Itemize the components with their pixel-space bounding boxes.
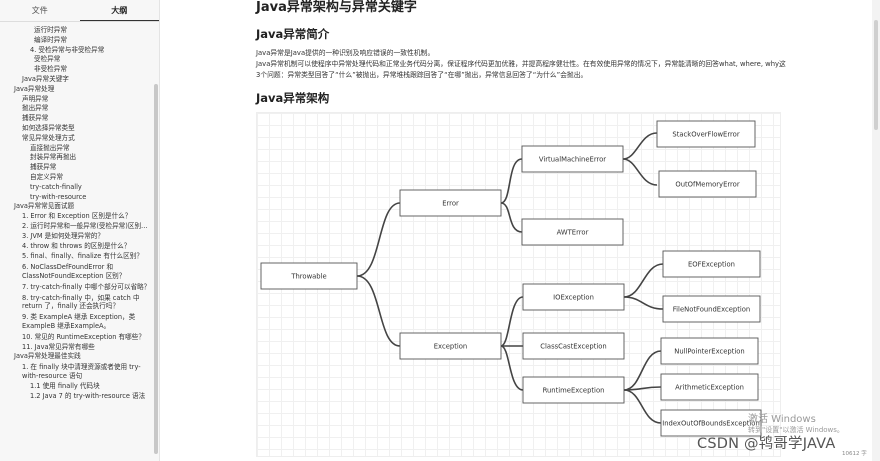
edge-rte-npe: [623, 350, 662, 391]
outline-item[interactable]: Java异常处理最佳实践: [14, 352, 81, 361]
outline-item[interactable]: 4. throw 和 throws 的区别是什么？: [22, 241, 131, 250]
tab-files[interactable]: 文件: [31, 6, 48, 15]
architecture-heading: Java异常架构: [256, 91, 330, 105]
outline-item[interactable]: 编译时异常: [34, 35, 67, 44]
edge-rte-ioob: [623, 389, 662, 424]
svg-text:Error: Error: [442, 200, 459, 208]
node-io-exception: IOException: [522, 283, 625, 311]
outline-item[interactable]: try-with-resource: [30, 192, 87, 201]
svg-text:RuntimeException: RuntimeException: [543, 387, 605, 395]
edge-vme-oom: [622, 158, 658, 186]
outline-item[interactable]: 4. 受检异常与非受检异常: [30, 45, 105, 54]
svg-text:AWTError: AWTError: [557, 229, 589, 237]
svg-text:ArithmeticException: ArithmeticException: [675, 384, 744, 392]
edge-throwable-exception: [356, 275, 401, 347]
outline-item[interactable]: try-catch-finally: [30, 182, 82, 191]
watermark-line-2: 转到"设置"以激活 Windows。: [748, 426, 844, 434]
svg-text:NullPointerException: NullPointerException: [674, 348, 744, 356]
sidebar-tabs: 文件 大纲: [0, 0, 159, 22]
outline-item[interactable]: 6. NoClassDefFoundError 和 ClassNotFoundE…: [22, 263, 126, 280]
node-stack-overflow-error: StackOverFlowError: [656, 120, 756, 148]
edge-exception-ioe: [500, 296, 524, 347]
tab-outline[interactable]: 大纲: [79, 0, 159, 21]
word-count: 10612 字: [842, 451, 867, 457]
svg-text:OutOfMemoryError: OutOfMemoryError: [675, 181, 739, 189]
svg-text:EOFException: EOFException: [688, 261, 735, 269]
svg-text:StackOverFlowError: StackOverFlowError: [672, 131, 739, 139]
node-runtime-exception: RuntimeException: [522, 376, 625, 404]
svg-text:Exception: Exception: [434, 343, 467, 351]
diagram-svg: Throwable Error Exception VirtualMachine…: [260, 120, 762, 437]
document-view: Java异常架构与异常关键字 Java异常简介 Java异常是Java提供的一种…: [160, 0, 880, 461]
node-awt-error: AWTError: [521, 218, 624, 246]
outline-item[interactable]: Java异常处理: [14, 84, 55, 93]
outline-item[interactable]: 直接抛出异常: [30, 143, 70, 152]
outline-item[interactable]: 1.2 Java 7 的 try-with-resource 语法: [30, 392, 146, 401]
outline-item[interactable]: 9. 类 ExampleA 继承 Exception，类 ExampleB 继承…: [22, 313, 136, 330]
outline-item[interactable]: 自定义异常: [30, 172, 63, 181]
node-exception: Exception: [399, 332, 502, 360]
outline-item[interactable]: 5. final、finally、finalize 有什么区别？: [22, 252, 143, 261]
outline-item[interactable]: 常见异常处理方式: [22, 133, 75, 142]
outline-item[interactable]: 1.1 使用 finally 代码块: [30, 381, 100, 390]
outline-item[interactable]: 捕获异常: [30, 163, 57, 172]
outline-item[interactable]: 2. 运行时异常和一般异常(受检异常)区别是什么？: [22, 221, 159, 230]
edge-throwable-error: [356, 202, 401, 277]
outline-item[interactable]: 7. try-catch-finally 中哪个部分可以省略？: [22, 282, 151, 291]
outline-item[interactable]: Java异常关键字: [22, 74, 69, 83]
outline-item[interactable]: 运行时异常: [34, 26, 67, 34]
sidebar-scrollbar[interactable]: [154, 84, 158, 454]
node-index-out-of-bounds-exception: IndexOutOfBoundsException: [660, 409, 762, 437]
outline-item[interactable]: 3. JVM 是如何处理异常的？: [22, 231, 104, 240]
outline-item[interactable]: 10. 常见的 RuntimeException 有哪些？: [22, 332, 145, 341]
svg-text:ClassCastException: ClassCastException: [540, 343, 606, 351]
outline-item[interactable]: 封装异常再抛出: [30, 153, 77, 162]
outline-item[interactable]: 11. Java常见异常有哪些: [22, 342, 95, 351]
outline-item[interactable]: 非受检异常: [34, 65, 67, 74]
outline-item[interactable]: 声明异常: [22, 94, 49, 103]
edge-ioe-eof: [623, 263, 664, 298]
outline-item[interactable]: 1. 在 finally 块中清理资源或者使用 try-with-resourc…: [22, 363, 141, 380]
edge-vme-soe: [622, 132, 658, 160]
svg-text:FileNotFoundException: FileNotFoundException: [673, 306, 751, 314]
node-eof-exception: EOFException: [662, 250, 761, 278]
node-file-not-found-exception: FileNotFoundException: [662, 295, 761, 323]
outline-item[interactable]: 受检异常: [34, 55, 61, 64]
outline-item[interactable]: Java异常常见面试题: [14, 202, 75, 211]
outline-item[interactable]: 抛出异常: [22, 104, 49, 113]
document-scrollbar-thumb[interactable]: [874, 20, 878, 130]
exception-architecture-diagram: Throwable Error Exception VirtualMachine…: [256, 112, 781, 457]
node-null-pointer-exception: NullPointerException: [660, 337, 759, 365]
outline-item[interactable]: 如何选择异常类型: [22, 123, 75, 132]
node-arithmetic-exception: ArithmeticException: [660, 373, 759, 401]
outline-item[interactable]: 捕获异常: [22, 114, 49, 123]
outline-item[interactable]: 1. Error 和 Exception 区别是什么？: [22, 212, 132, 221]
edge-error-awt: [500, 202, 523, 233]
intro-paragraph-2: Java异常机制可以使程序中异常处理代码和正常业务代码分离，保证程序代码更加优雅…: [256, 60, 786, 79]
document-scrollbar[interactable]: [872, 0, 880, 461]
node-class-cast-exception: ClassCastException: [522, 332, 625, 360]
svg-text:IndexOutOfBoundsException: IndexOutOfBoundsException: [662, 420, 760, 428]
section-heading: Java异常架构与异常关键字: [256, 0, 417, 15]
svg-text:Throwable: Throwable: [290, 273, 326, 281]
windows-activation-watermark: 激活 Windows 转到"设置"以激活 Windows。: [748, 414, 844, 436]
edge-exception-rte: [500, 345, 524, 391]
svg-text:IOException: IOException: [553, 294, 594, 302]
csdn-watermark: CSDN @鸨哥学JAVA: [697, 436, 836, 452]
svg-text:VirtualMachineError: VirtualMachineError: [539, 156, 606, 164]
intro-heading: Java异常简介: [256, 27, 330, 41]
node-error: Error: [399, 189, 502, 217]
intro-paragraph-1: Java异常是Java提供的一种识别及响应错误的一致性机制。: [256, 49, 435, 57]
edge-ioe-fnf: [623, 296, 664, 310]
watermark-line-1: 激活 Windows: [748, 414, 816, 425]
node-throwable: Throwable: [260, 262, 358, 290]
node-virtual-machine-error: VirtualMachineError: [521, 145, 624, 173]
outline-item[interactable]: 8. try-catch-finally 中，如果 catch 中 return…: [22, 293, 140, 311]
edge-error-vme: [500, 158, 523, 204]
node-out-of-memory-error: OutOfMemoryError: [658, 170, 757, 198]
